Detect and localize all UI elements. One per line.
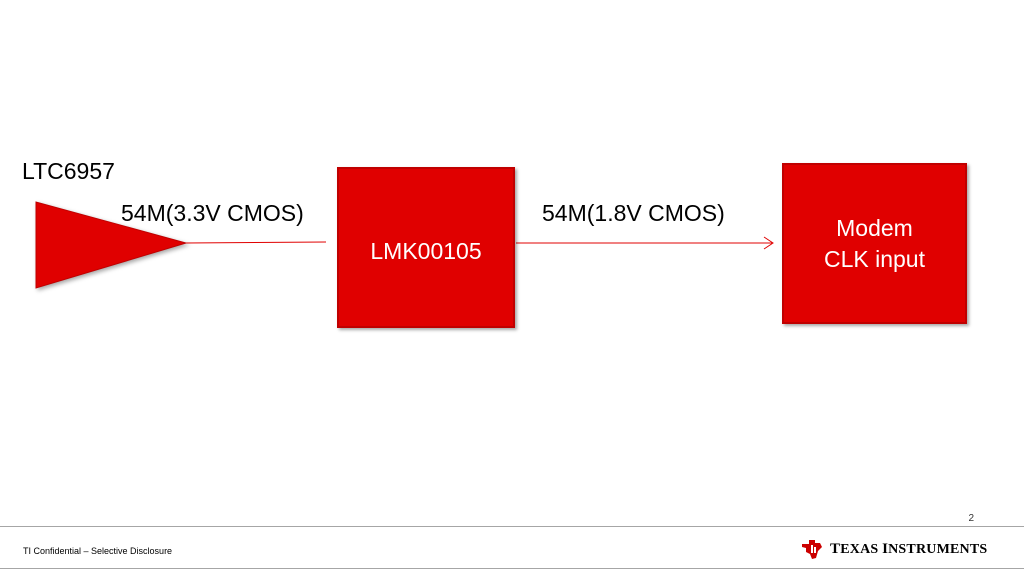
ti-logo: TEXAS INSTRUMENTS <box>800 538 987 560</box>
confidential-text: TI Confidential – Selective Disclosure <box>23 546 173 556</box>
buffer-block: LMK00105 <box>337 167 515 328</box>
ti-logo-text: TEXAS INSTRUMENTS <box>830 540 988 557</box>
input-wire <box>185 241 327 244</box>
modem-block: Modem CLK input <box>782 163 967 324</box>
footer-divider-bottom <box>0 568 1024 569</box>
source-triangle <box>35 201 188 289</box>
arrow-head-icon <box>763 236 774 250</box>
signal-in-label: 54M(3.3V CMOS) <box>121 200 304 226</box>
source-label: LTC6957 <box>22 158 115 184</box>
buffer-block-label: LMK00105 <box>370 238 482 264</box>
page-number: 2 <box>968 513 974 524</box>
ti-bug-icon <box>802 540 822 559</box>
modem-block-line2: CLK input <box>823 245 925 272</box>
footer-divider-top <box>0 526 1024 527</box>
signal-out-label: 54M(1.8V CMOS) <box>542 200 725 226</box>
modem-block-line1: Modem <box>836 214 913 241</box>
